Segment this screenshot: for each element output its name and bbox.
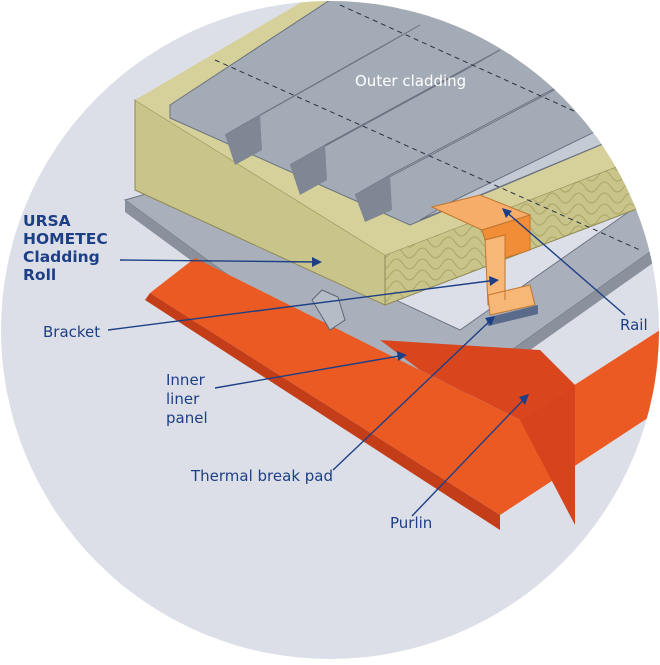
label-product-line1: URSA — [23, 212, 71, 230]
label-thermal-break-pad: Thermal break pad — [190, 467, 333, 485]
label-product-line3: Cladding — [23, 248, 100, 266]
label-inner-line2: liner — [166, 390, 200, 408]
label-inner-line3: panel — [166, 409, 208, 427]
thermal-break-pad-shape — [486, 305, 538, 326]
label-bracket: Bracket — [43, 323, 100, 341]
rail-and-bracket — [430, 194, 538, 326]
purlin-top-flange — [150, 258, 659, 515]
label-inner-line1: Inner — [166, 371, 206, 389]
label-rail: Rail — [620, 316, 648, 334]
purlin-flange-edge — [145, 293, 500, 530]
label-product-line2: HOMETEC — [23, 230, 108, 248]
leader-lines — [107, 208, 626, 517]
label-purlin: Purlin — [390, 514, 432, 532]
label-outer-cladding: Outer cladding — [355, 72, 466, 90]
label-product-line4: Roll — [23, 266, 56, 284]
